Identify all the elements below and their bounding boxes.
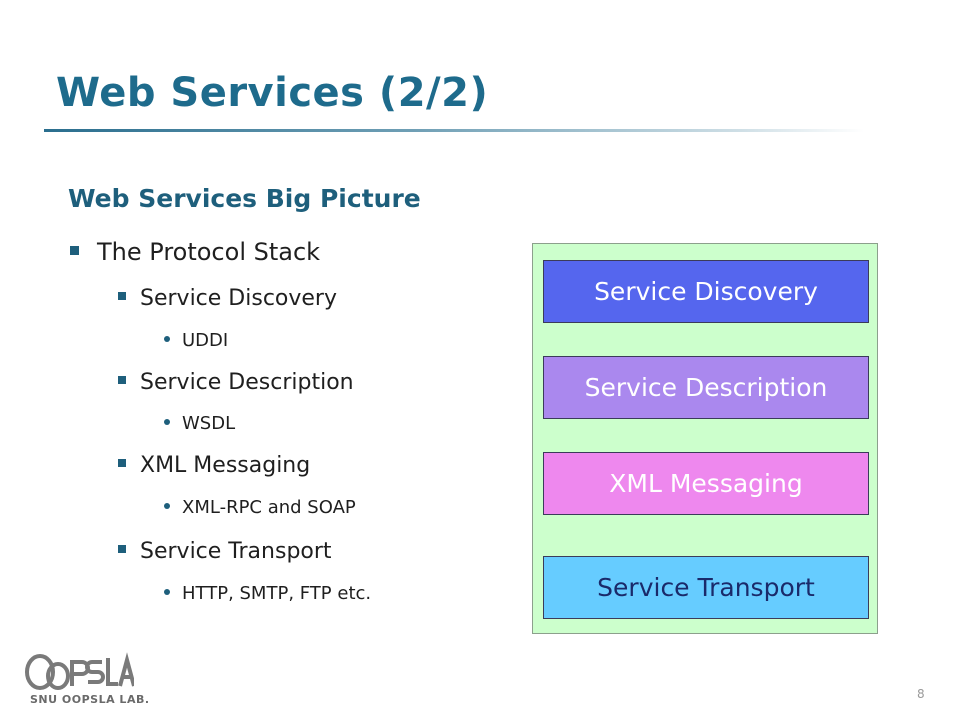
dot-bullet-icon <box>164 419 170 425</box>
bullet-text: Service Transport <box>140 539 332 564</box>
oopsla-logo: SNU OOPSLA LAB. <box>24 650 164 712</box>
oopsla-logo-mark-icon <box>25 652 136 690</box>
stack-layer-service-description: Service Description <box>543 356 869 419</box>
bullet-text: UDDI <box>182 330 229 351</box>
dot-bullet-icon <box>164 503 170 509</box>
bullet-level2: Service Description <box>118 370 354 395</box>
bullet-text: Service Discovery <box>140 286 337 311</box>
protocol-stack-diagram: Service Discovery Service Description XM… <box>532 243 878 634</box>
page-number: 8 <box>917 687 925 701</box>
bullet-text: Service Description <box>140 370 354 395</box>
dot-bullet-icon <box>164 589 170 595</box>
bullet-level2: XML Messaging <box>118 453 310 478</box>
bullet-level3: HTTP, SMTP, FTP etc. <box>164 583 371 604</box>
stack-layer-service-discovery: Service Discovery <box>543 260 869 323</box>
square-bullet-icon <box>118 376 126 384</box>
square-bullet-icon <box>118 292 126 300</box>
square-bullet-icon <box>118 459 126 467</box>
title-underline <box>44 129 864 132</box>
stack-layer-service-transport: Service Transport <box>543 556 869 619</box>
logo-caption: SNU OOPSLA LAB. <box>30 693 150 706</box>
bullet-text: The Protocol Stack <box>97 238 321 266</box>
slide-title: Web Services (2/2) <box>56 70 489 116</box>
slide-subtitle: Web Services Big Picture <box>68 184 421 213</box>
bullet-text: HTTP, SMTP, FTP etc. <box>182 583 372 604</box>
bullet-level2: Service Discovery <box>118 286 337 311</box>
bullet-level3: UDDI <box>164 330 228 351</box>
bullet-level2: Service Transport <box>118 539 332 564</box>
bullet-text: WSDL <box>182 413 236 434</box>
stack-layer-xml-messaging: XML Messaging <box>543 452 869 515</box>
bullet-text: XML Messaging <box>140 453 311 478</box>
square-bullet-icon <box>70 245 79 255</box>
bullet-text: XML-RPC and SOAP <box>182 497 356 518</box>
dot-bullet-icon <box>164 336 170 342</box>
bullet-level3: WSDL <box>164 413 235 434</box>
square-bullet-icon <box>118 545 126 553</box>
bullet-level1: The Protocol Stack <box>70 238 320 266</box>
bullet-level3: XML-RPC and SOAP <box>164 497 356 518</box>
